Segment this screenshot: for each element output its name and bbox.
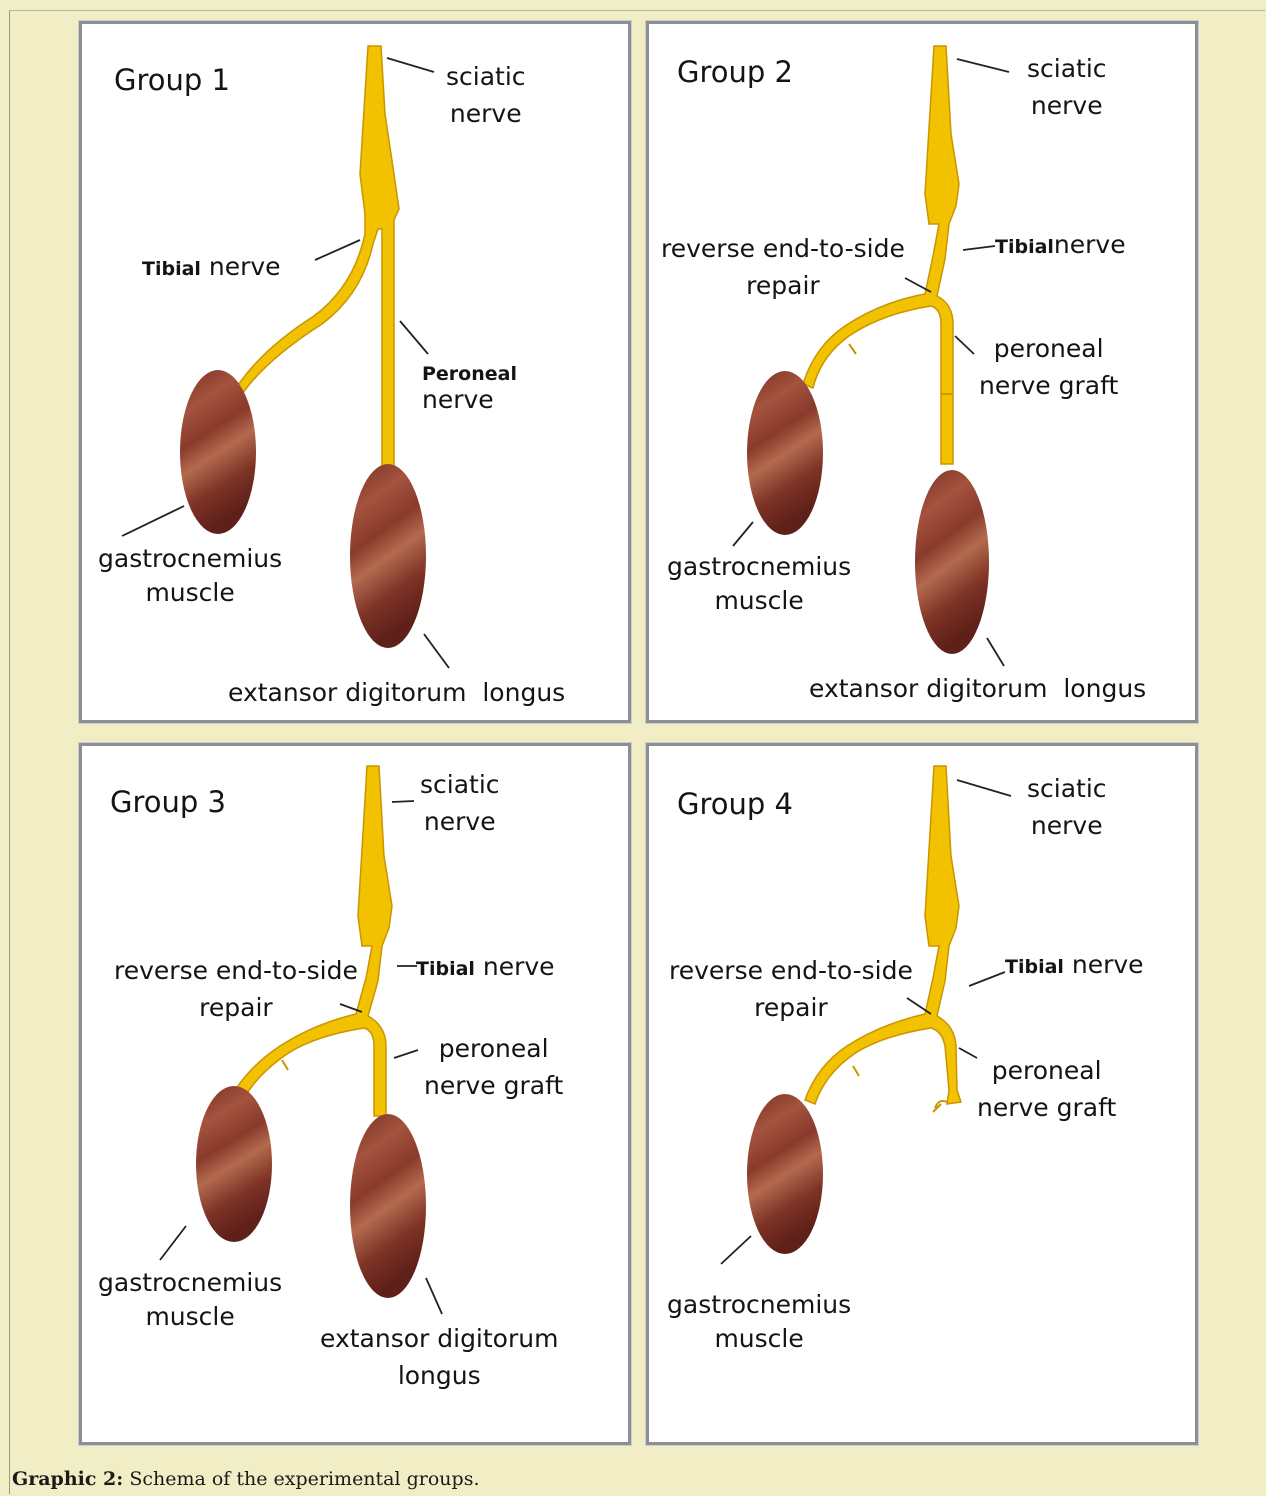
sciatic-nerve-shape — [805, 766, 961, 1104]
group-title: Group 1 — [114, 62, 230, 99]
extensor-digitorum-longus-muscle — [350, 464, 426, 648]
extensor-digitorum-longus-muscle — [350, 1114, 426, 1298]
nerve-stump-icon — [933, 1101, 947, 1112]
gastrocnemius-muscle — [747, 371, 823, 535]
edl-label: extansor digitorum longus — [809, 670, 1146, 707]
gastrocnemius-muscle — [180, 370, 256, 534]
group-title: Group 4 — [677, 786, 793, 823]
sciatic-nerve-shape — [234, 766, 392, 1116]
edl-label: extansor digitorum longus — [228, 674, 565, 711]
tibial-nerve-label: Tibial nerve — [416, 948, 555, 988]
group-title: Group 2 — [677, 54, 793, 91]
group-1-diagram — [82, 24, 628, 720]
tibial-nerve-label: Tibial nerve — [142, 248, 281, 288]
tibial-nerve-label: Tibialnerve — [995, 226, 1126, 266]
group-title: Group 3 — [110, 784, 226, 821]
gastrocnemius-muscle — [196, 1086, 272, 1242]
gastrocnemius-muscle — [747, 1094, 823, 1254]
figure-caption: Graphic 2: Schema of the experimental gr… — [12, 1468, 480, 1490]
caption-text: Schema of the experimental groups. — [123, 1468, 479, 1490]
tibial-nerve-label: Tibial nerve — [1005, 946, 1144, 986]
extensor-digitorum-longus-muscle — [915, 470, 989, 654]
caption-label: Graphic 2: — [12, 1468, 123, 1490]
